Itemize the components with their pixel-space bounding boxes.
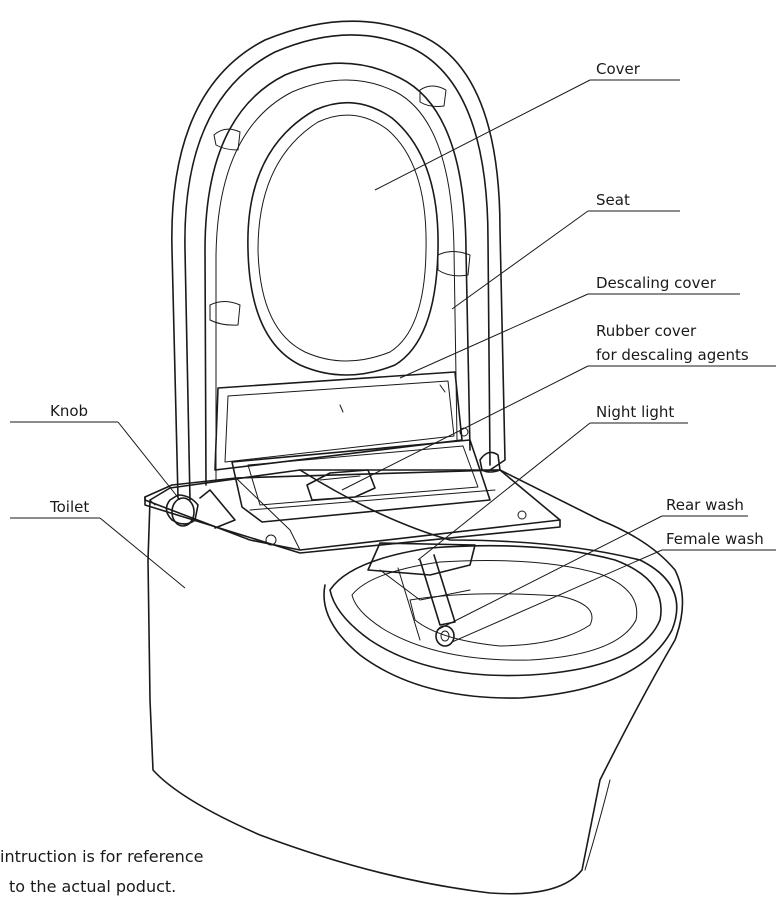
note-line1: intruction is for reference	[0, 847, 203, 866]
label-female-wash: Female wash	[666, 530, 764, 548]
label-night-light: Night light	[596, 403, 674, 421]
label-descaling-cover: Descaling cover	[596, 274, 717, 292]
label-rubber-cover-line2: for descaling agents	[596, 346, 749, 364]
callout-labels: Cover Seat Descaling cover Rubber cover …	[49, 60, 764, 548]
label-knob: Knob	[50, 402, 88, 420]
toilet-bowl-illustration	[147, 469, 684, 895]
seat-and-cover-illustration	[165, 20, 506, 529]
label-rubber-cover-line1: Rubber cover	[596, 322, 697, 340]
nozzle-illustration	[367, 542, 476, 647]
leader-lines	[10, 79, 776, 643]
footnote: intruction is for reference to the actua…	[0, 847, 203, 896]
hinge-base-illustration	[144, 427, 561, 554]
note-line2: to the actual poduct.	[9, 877, 176, 896]
label-seat: Seat	[596, 191, 630, 209]
label-rear-wash: Rear wash	[666, 496, 744, 514]
label-toilet: Toilet	[49, 498, 89, 516]
label-cover: Cover	[596, 60, 641, 78]
